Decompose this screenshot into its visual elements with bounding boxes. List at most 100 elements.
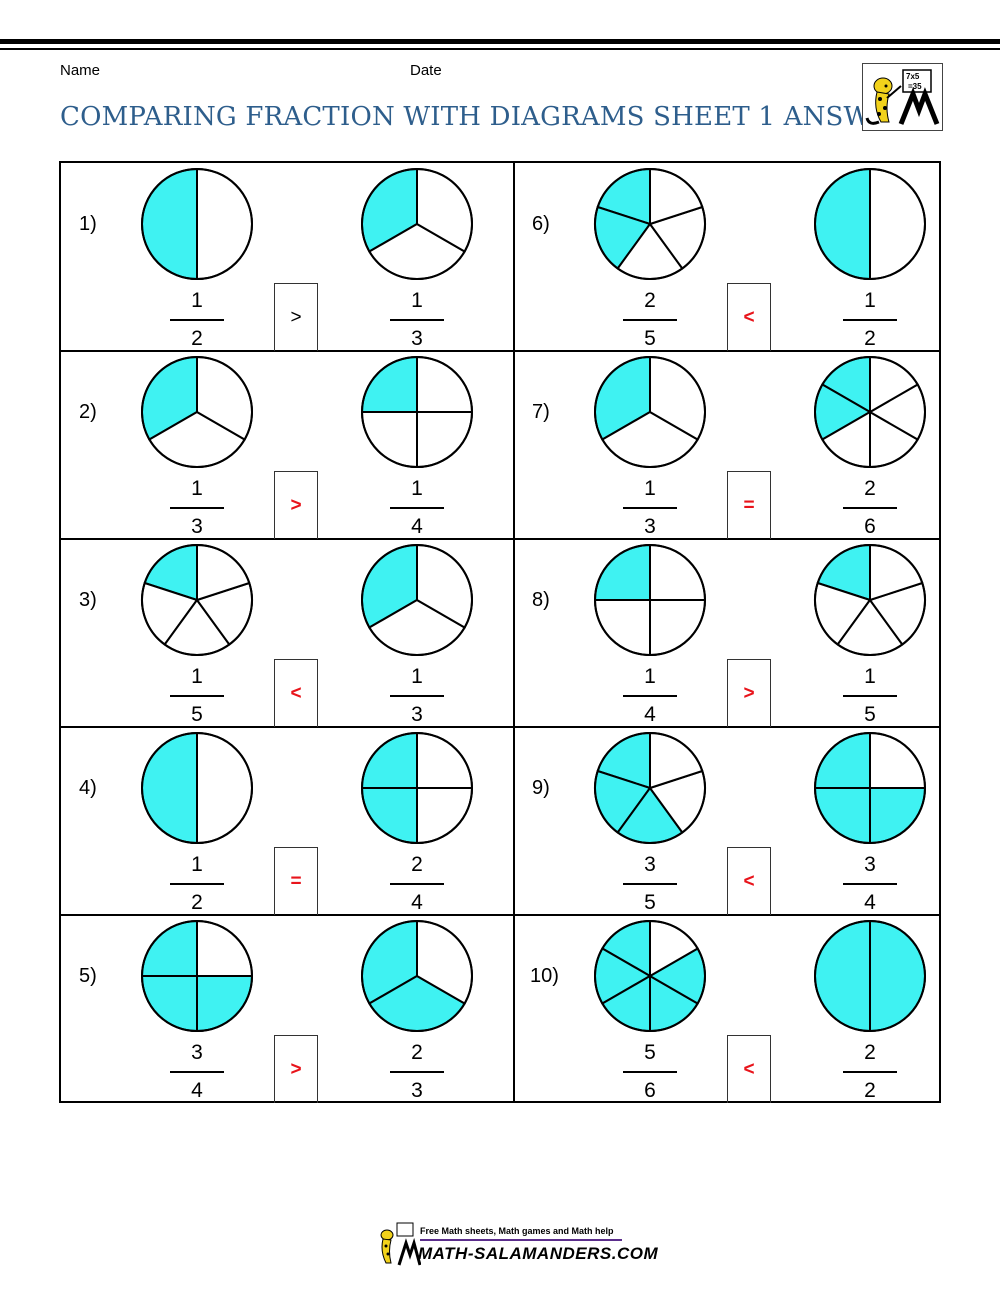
pie-sector-empty <box>196 167 253 281</box>
fraction-pie <box>814 543 926 656</box>
answer-box[interactable]: < <box>727 283 771 351</box>
answer-box[interactable]: > <box>274 1035 318 1103</box>
fraction-denominator: 2 <box>864 1079 876 1102</box>
top-rule-thin <box>0 48 1000 50</box>
fraction-bar <box>170 1071 224 1073</box>
fraction-numerator: 1 <box>644 665 656 688</box>
answer-box[interactable]: > <box>274 283 318 351</box>
pie-outline <box>361 356 473 468</box>
footer-logo <box>375 1221 625 1267</box>
fraction-bar <box>170 319 224 321</box>
pie-outline <box>141 544 253 656</box>
fraction-pie <box>361 167 473 280</box>
pie-outline <box>361 920 473 1032</box>
fraction-denominator: 4 <box>644 703 656 726</box>
pie-sector-shaded <box>141 731 198 845</box>
footer-brand: MATH-SALAMANDERS.COM <box>418 1244 659 1263</box>
pie-outline <box>594 920 706 1032</box>
fraction-numerator: 1 <box>864 289 876 312</box>
fraction-bar <box>623 695 677 697</box>
fraction-bar <box>843 883 897 885</box>
fraction-pie <box>594 919 706 1033</box>
pie-outline <box>594 544 706 656</box>
fraction-pie <box>594 355 706 468</box>
pie-outline <box>361 732 473 844</box>
fraction-denominator: 2 <box>191 891 203 914</box>
fraction-pie <box>141 731 253 845</box>
pie-outline <box>814 920 926 1032</box>
pie-sector-shaded <box>869 919 926 1033</box>
fraction-pie <box>141 543 253 656</box>
pie-outline <box>814 544 926 656</box>
pie-outline <box>141 356 253 468</box>
footer-divider <box>420 1239 622 1241</box>
pie-outline <box>141 732 253 844</box>
fraction-denominator: 3 <box>644 515 656 538</box>
fraction-bar <box>623 1071 677 1073</box>
fraction-bar <box>390 883 444 885</box>
fraction-bar <box>843 319 897 321</box>
question-number: 6) <box>532 213 550 235</box>
fraction-pie <box>361 919 473 1032</box>
answer-box[interactable]: = <box>727 471 771 539</box>
fraction-denominator: 5 <box>191 703 203 726</box>
fraction-denominator: 3 <box>411 703 423 726</box>
pie-sector-empty <box>869 167 926 281</box>
date-label: Date <box>410 62 442 79</box>
question-number: 4) <box>79 777 97 799</box>
footer-tagline: Free Math sheets, Math games and Math he… <box>420 1226 614 1236</box>
row-divider <box>61 350 939 352</box>
footer-salamander-icon <box>380 1222 422 1266</box>
fraction-numerator: 1 <box>411 665 423 688</box>
fraction-bar <box>170 695 224 697</box>
fraction-denominator: 5 <box>644 891 656 914</box>
answer-box[interactable]: < <box>274 659 318 727</box>
pie-outline <box>361 544 473 656</box>
fraction-numerator: 1 <box>191 289 203 312</box>
pie-outline <box>141 920 253 1032</box>
pie-sector-shaded <box>814 167 871 281</box>
fraction-denominator: 2 <box>864 327 876 350</box>
fraction-pie <box>814 167 926 281</box>
answer-box[interactable]: < <box>727 1035 771 1103</box>
fraction-numerator: 1 <box>191 477 203 500</box>
fraction-numerator: 5 <box>644 1041 656 1064</box>
question-number: 5) <box>79 965 97 987</box>
fraction-numerator: 2 <box>864 477 876 500</box>
answer-box[interactable]: < <box>727 847 771 915</box>
fraction-bar <box>623 507 677 509</box>
fraction-pie <box>814 355 926 469</box>
answer-box[interactable]: > <box>727 659 771 727</box>
fraction-denominator: 4 <box>411 515 423 538</box>
fraction-denominator: 5 <box>644 327 656 350</box>
fraction-denominator: 2 <box>191 327 203 350</box>
fraction-pie <box>594 731 706 844</box>
answer-box[interactable]: > <box>274 471 318 539</box>
pie-sector-shaded <box>141 167 198 281</box>
svg-text:=35: =35 <box>908 82 922 91</box>
fraction-pie <box>594 167 706 280</box>
pie-outline <box>594 356 706 468</box>
fraction-bar <box>623 319 677 321</box>
answer-box[interactable]: = <box>274 847 318 915</box>
fraction-numerator: 3 <box>864 853 876 876</box>
fraction-pie <box>813 731 927 845</box>
fraction-denominator: 3 <box>411 327 423 350</box>
fraction-denominator: 6 <box>644 1079 656 1102</box>
fraction-pie <box>814 919 926 1033</box>
fraction-pie <box>360 355 474 469</box>
salamander-logo-icon: 7x5 =35 <box>862 63 943 131</box>
fraction-pie <box>361 543 473 656</box>
